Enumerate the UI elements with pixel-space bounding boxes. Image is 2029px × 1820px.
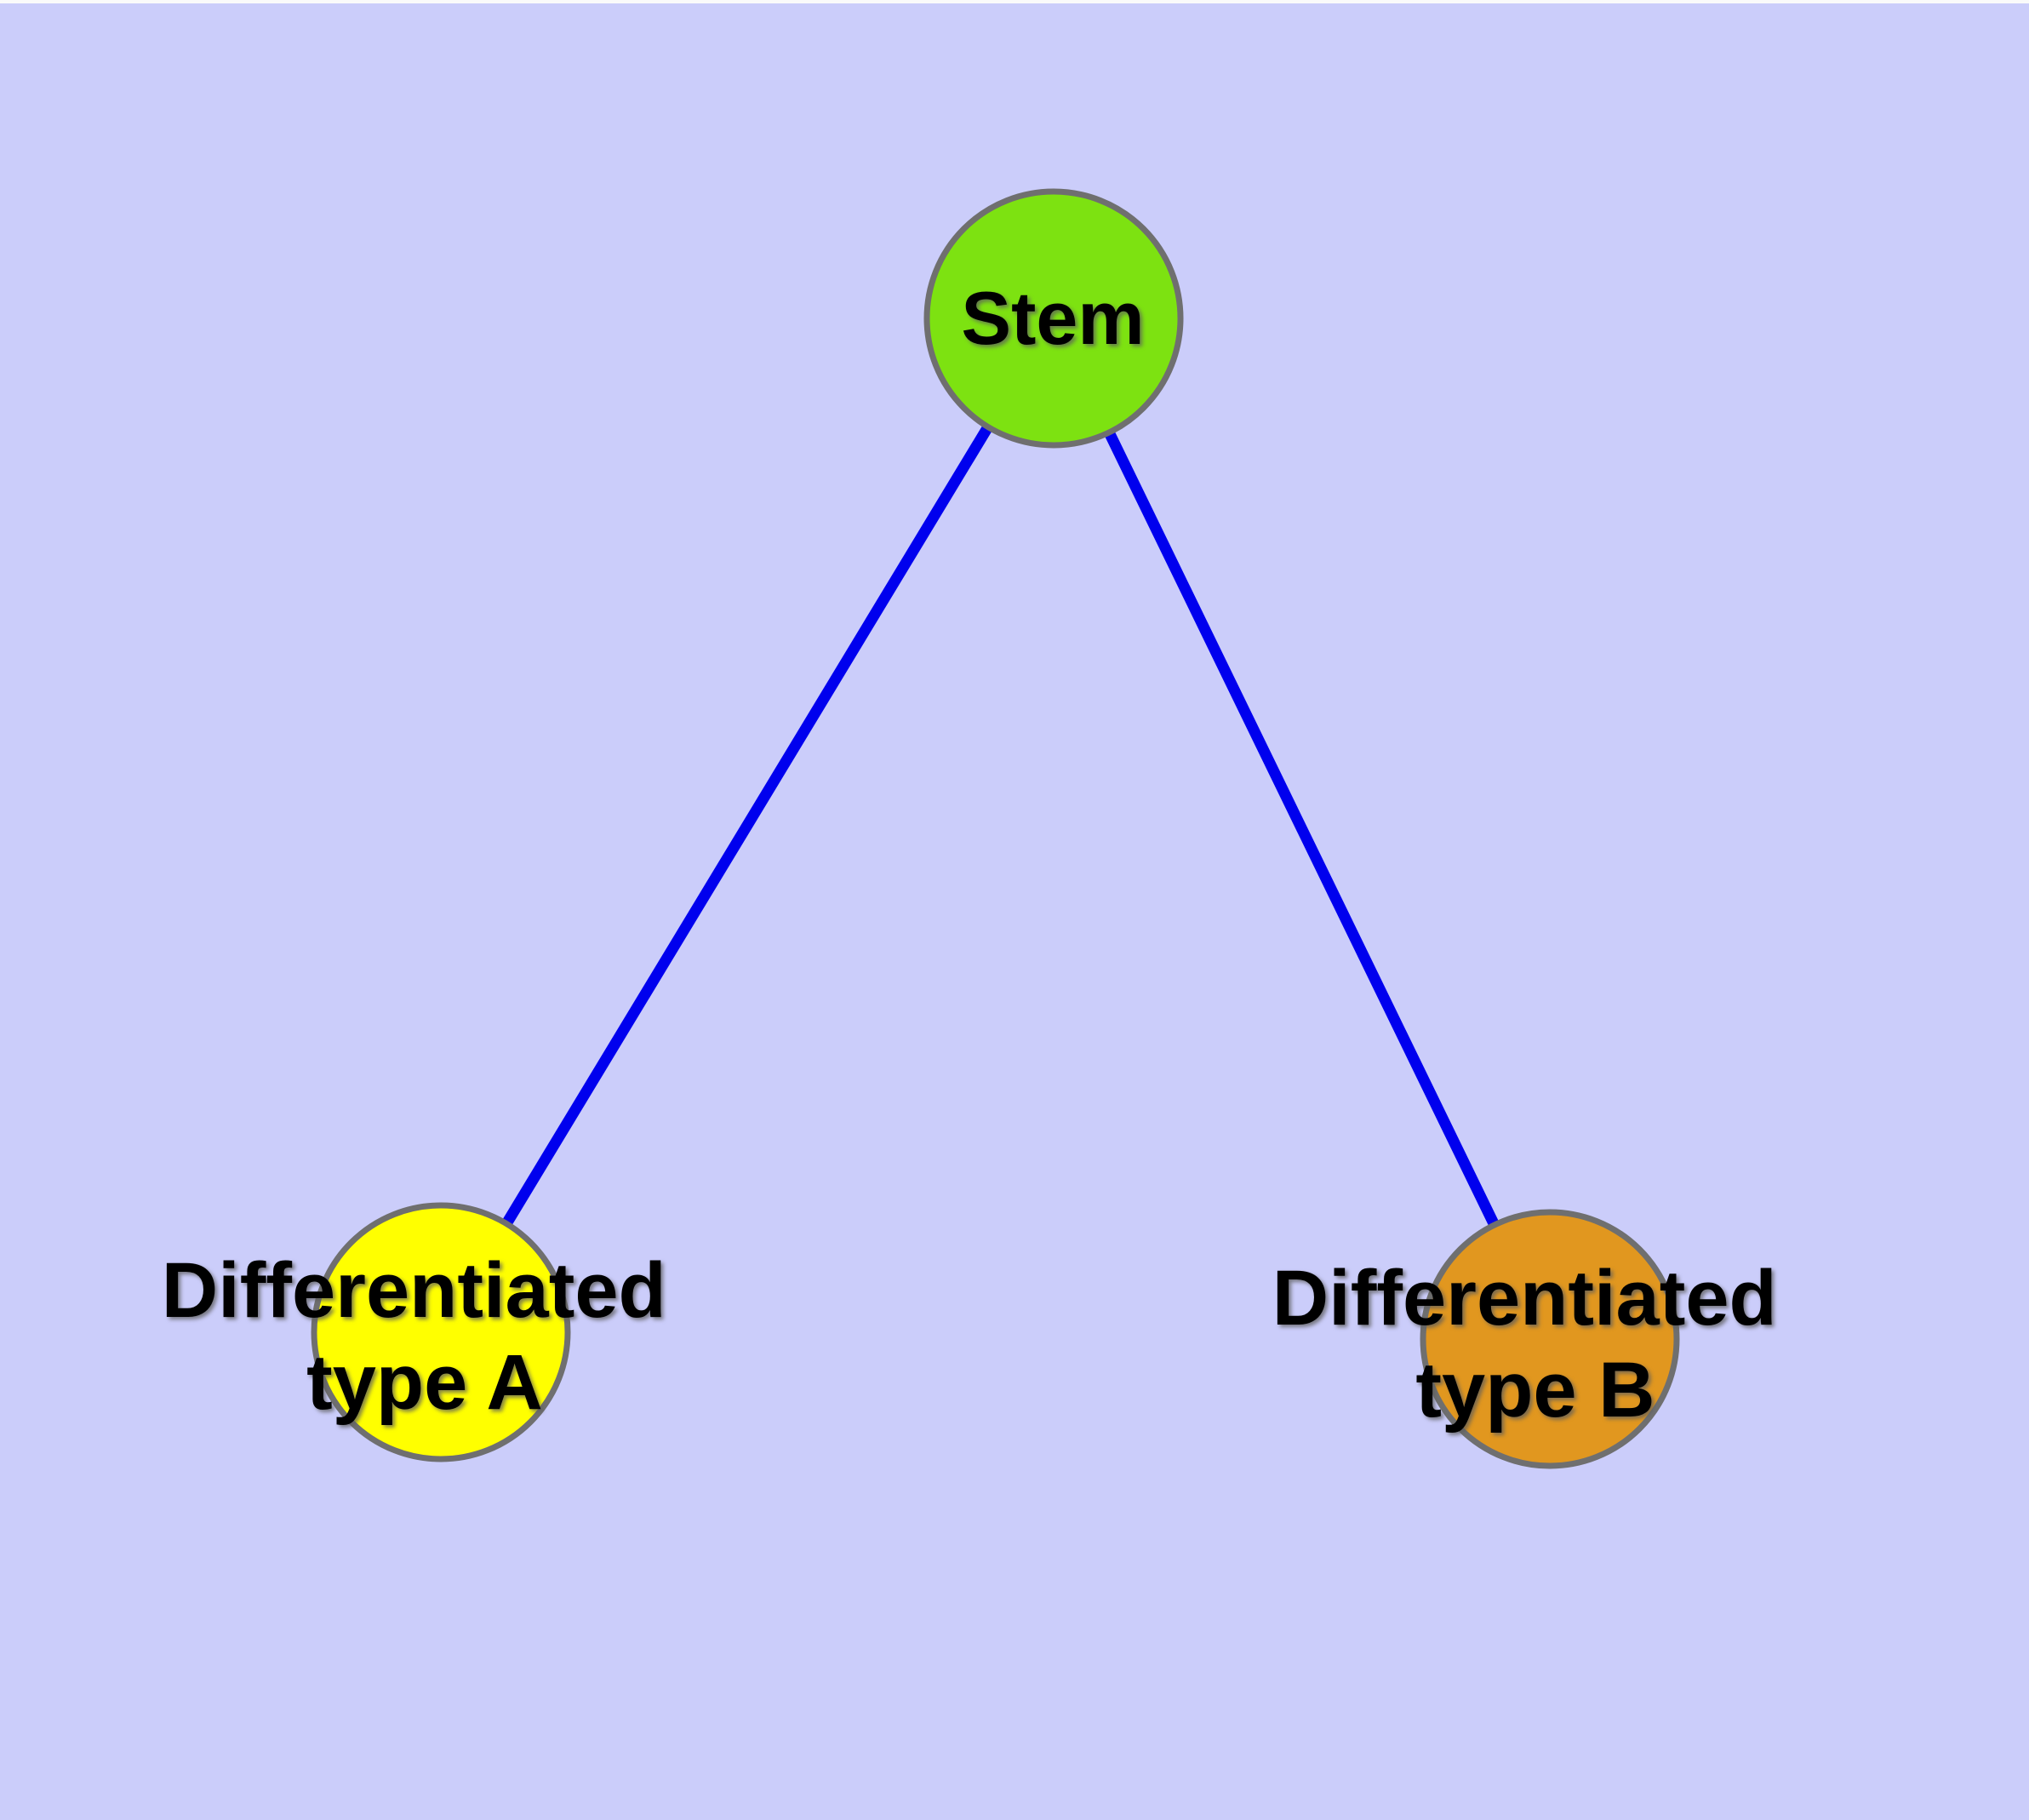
node-differentiated-type-a-circle[interactable] [311, 1202, 571, 1462]
edge-stem-to-type-b[interactable] [1049, 316, 1555, 1342]
node-differentiated-type-b-circle[interactable] [1420, 1209, 1680, 1469]
top-window-strip [0, 0, 2029, 3]
edge-stem-to-type-a[interactable] [436, 315, 1059, 1336]
node-stem[interactable]: Stem [923, 188, 1184, 449]
node-stem-circle[interactable] [923, 188, 1184, 449]
